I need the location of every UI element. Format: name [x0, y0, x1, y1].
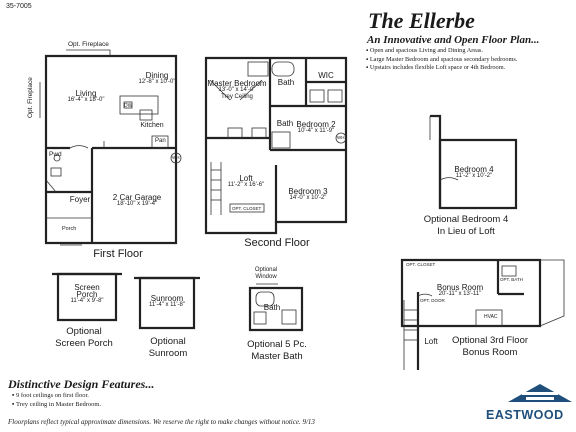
feature-item: Large Master Bedroom and spacious second…	[366, 56, 574, 65]
wic-label: WIC	[318, 71, 334, 80]
third-floor-loft-label: Loft	[424, 337, 438, 346]
design-feature-item: 9 foot ceilings on first floor.	[12, 392, 101, 401]
opt-fireplace-top-label: Opt. Fireplace	[68, 41, 109, 48]
foyer-label: Foyer	[69, 195, 91, 204]
feature-item: Upstairs includes flexible Loft space or…	[366, 64, 574, 73]
sunroom-plan	[134, 276, 200, 330]
opt-master-bath-caption: Optional 5 Pc.Master Bath	[247, 339, 307, 362]
master-bath-plan	[248, 283, 304, 332]
master-bath-top-label: Bath	[277, 78, 295, 87]
powder-room-label: Pwd	[49, 151, 62, 158]
design-features-title: Distinctive Design Features...	[8, 377, 155, 391]
dw-label: DW	[124, 103, 133, 109]
design-features-list: 9 foot ceilings on first floor. Trey cei…	[12, 392, 101, 409]
kitchen-label: Kitchen	[140, 122, 164, 129]
bonus-opt-closet-label: OPT. CLOSET	[406, 262, 436, 267]
design-feature-item: Trey ceiling in Master Bedroom.	[12, 401, 101, 410]
plan-code: 35-7005	[6, 3, 32, 10]
wh-upstairs-label: WH	[337, 135, 345, 140]
bonus-opt-bath-label: OPT. BATH	[500, 277, 523, 282]
pantry-label: Pan	[155, 138, 166, 144]
plan-title: The Ellerbe	[368, 8, 475, 33]
second-floor-plan	[204, 56, 348, 235]
bonus-room-plan	[400, 258, 565, 370]
bath-mid-label: Bath	[276, 119, 294, 128]
second-floor-caption: Second Floor	[244, 237, 310, 249]
brand-logo-text: EASTWOOD	[486, 408, 564, 422]
hvac-label: HVAC	[484, 314, 498, 320]
plan-subtitle: An Innovative and Open Floor Plan...	[367, 34, 540, 46]
disclaimer: Floorplans reflect typical approximate d…	[8, 418, 315, 426]
wh-label: WH	[172, 155, 180, 160]
first-floor-caption: First Floor	[93, 248, 143, 260]
opt-closet-label: OPT. CLOSET	[232, 206, 262, 211]
first-floor-plan	[39, 49, 182, 246]
porch-label: Porch	[62, 226, 77, 232]
bonus-opt-door-label: OPT. DOOR	[420, 298, 445, 303]
feature-item: Open and spacious Living and Dining Area…	[366, 47, 574, 56]
feature-list: Open and spacious Living and Dining Area…	[366, 47, 574, 73]
opt-master-bath-label: Bath	[263, 303, 281, 312]
screen-porch-plan	[52, 272, 122, 322]
eastwood-logo-mark	[508, 384, 572, 402]
opt-fireplace-side-label: Opt. Fireplace	[27, 77, 34, 118]
opt-bedroom4-plan	[429, 114, 518, 210]
